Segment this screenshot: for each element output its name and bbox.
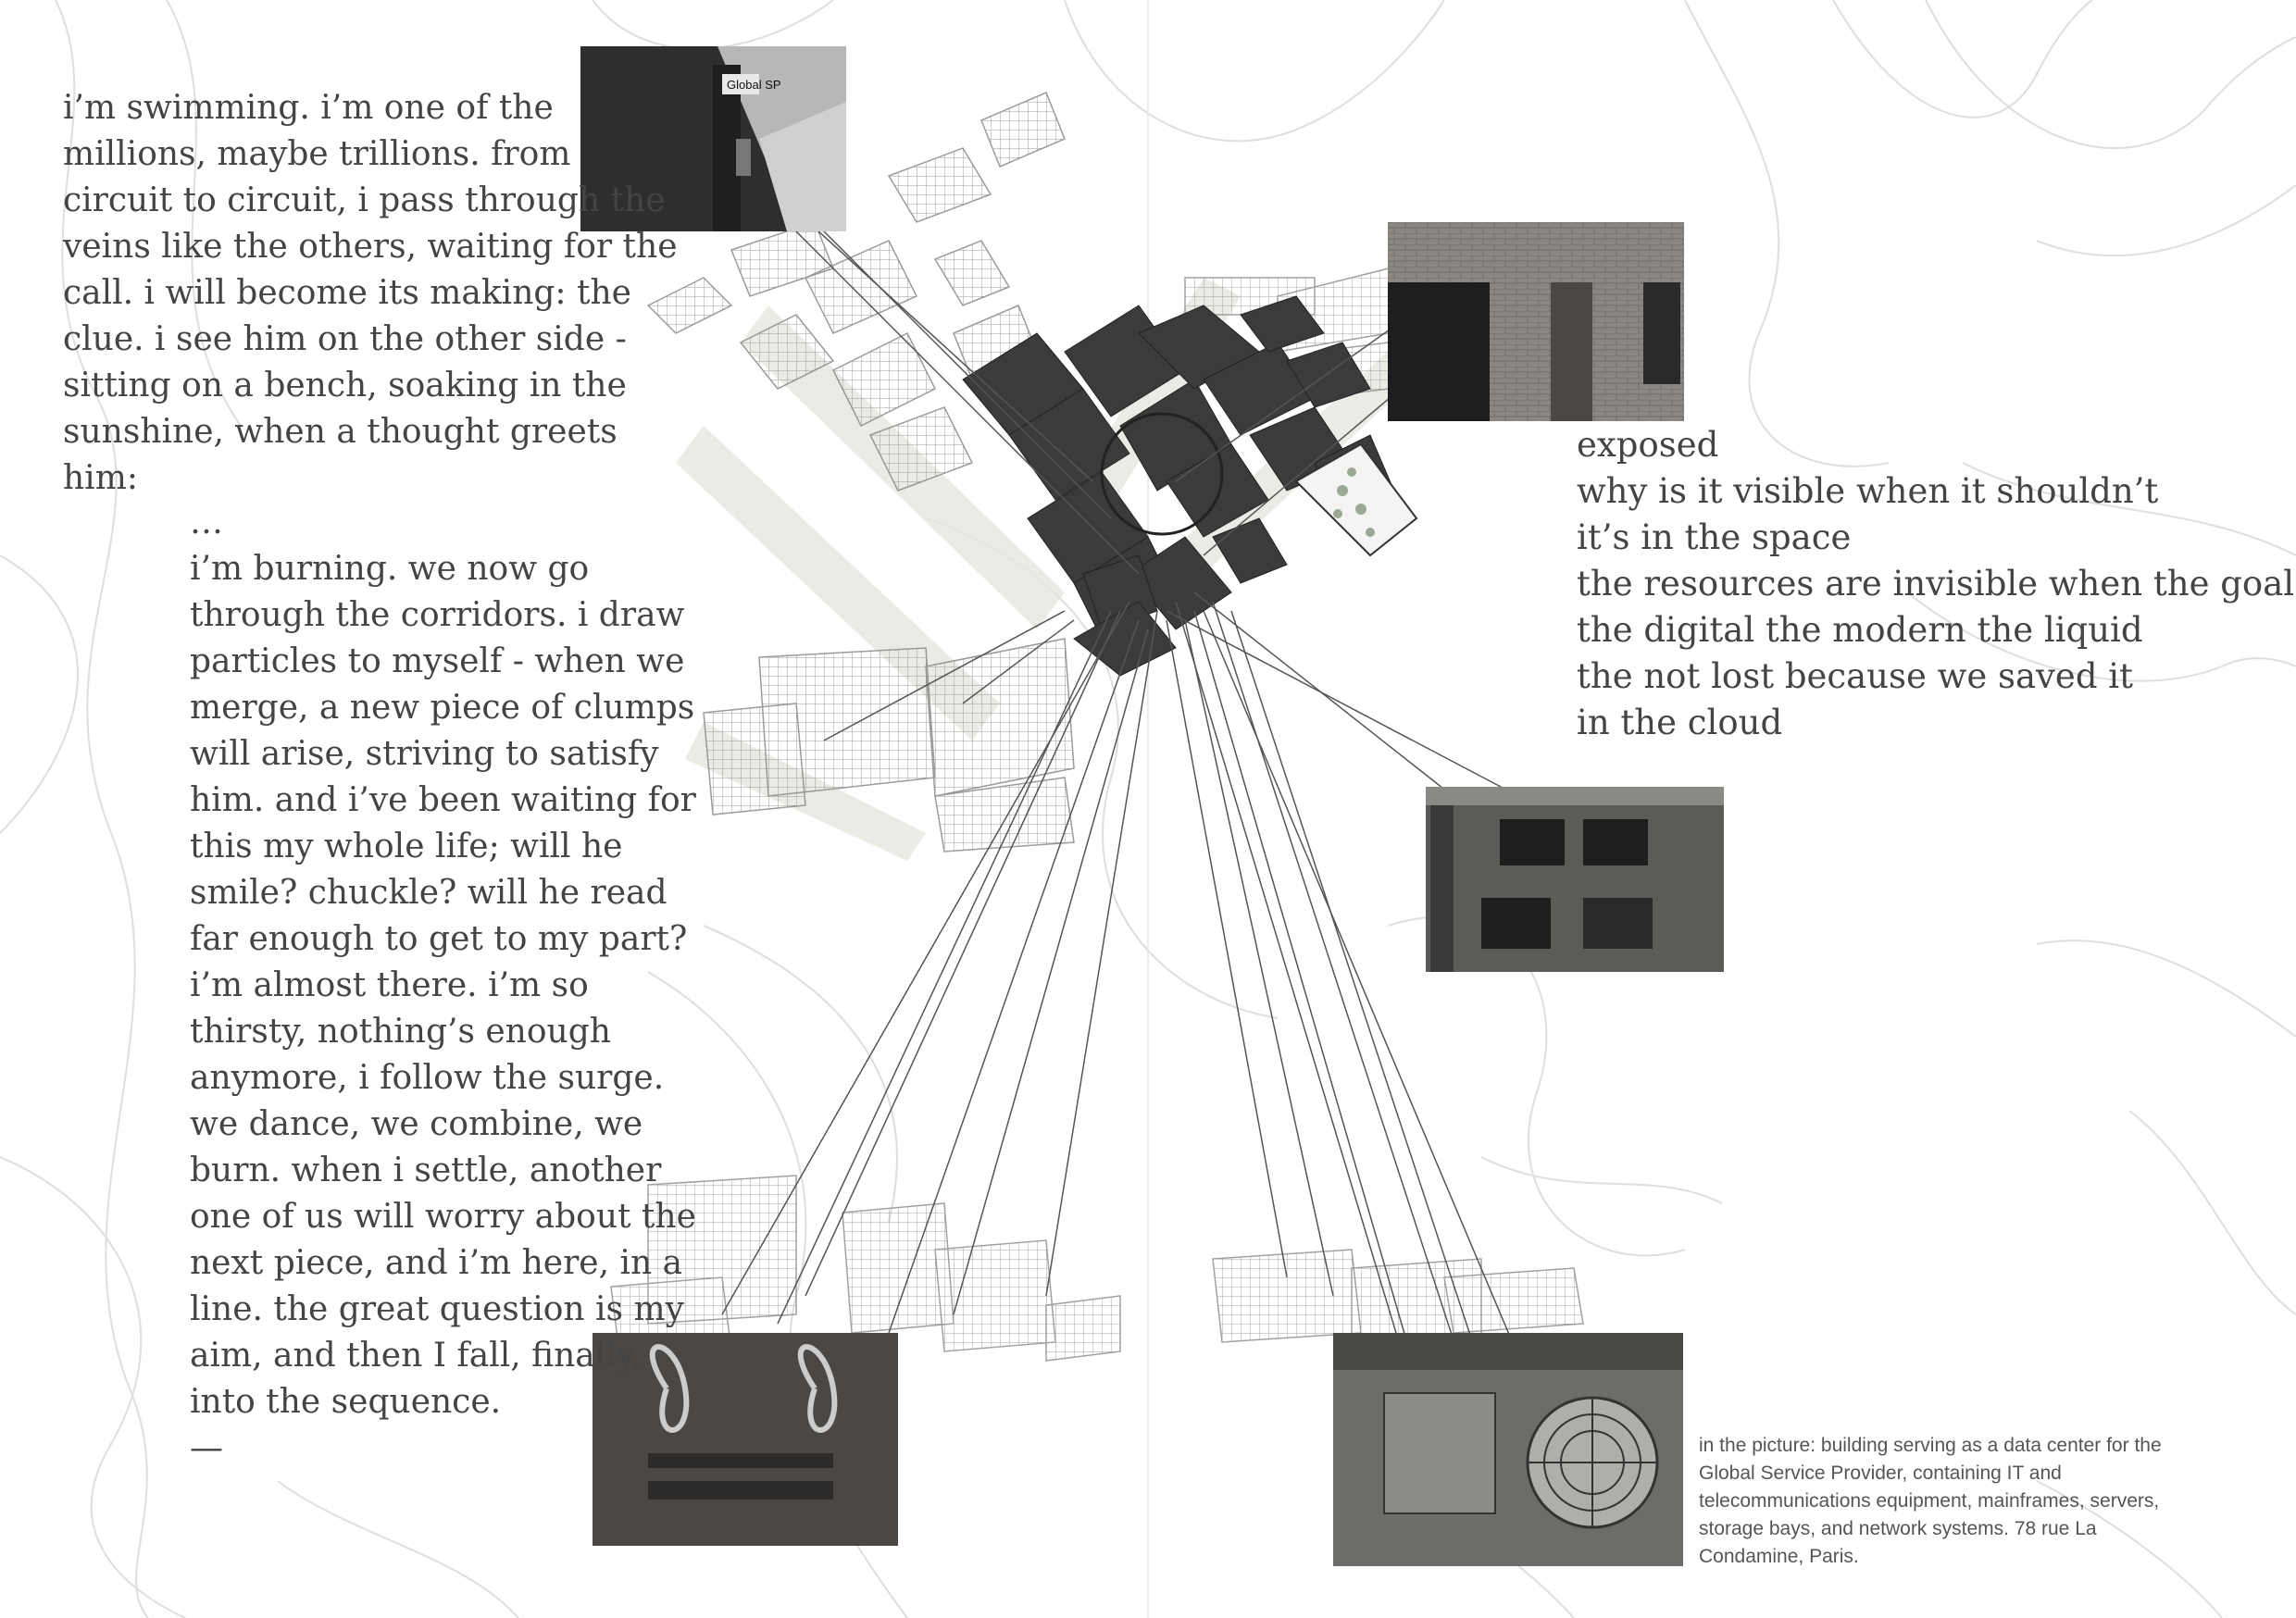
wireframe-masses-middle	[703, 638, 1075, 853]
park-block	[1294, 442, 1418, 557]
intro-line: him:	[63, 459, 138, 497]
caption-line: Condamine, Paris.	[1699, 1546, 1859, 1567]
photo-building-facade	[1426, 787, 1724, 972]
poem-line: this my whole life; will he	[190, 828, 623, 865]
poem-line: merge, a new piece of clumps	[190, 689, 695, 727]
intro-text: i’m swimming. i’m one of the millions, ma…	[63, 85, 678, 502]
poem-line: i’m burning. we now go	[190, 550, 590, 588]
poem-line: through the corridors. i draw	[190, 596, 685, 634]
intro-line: millions, maybe trillions. from	[63, 135, 571, 173]
photo-door	[593, 1333, 898, 1546]
caption-line: telecommunications equipment, mainframes…	[1699, 1490, 2160, 1512]
trees	[1333, 467, 1375, 537]
intro-line: circuit to circuit, i pass through the	[63, 181, 666, 219]
poem-line: burn. when i settle, another	[190, 1151, 662, 1189]
intro-line: clue. i see him on the other side -	[63, 320, 627, 358]
exposed-line: exposed	[1577, 425, 1719, 465]
street-sign-text: Global SP	[727, 78, 781, 92]
poem-line: thirsty, nothing’s enough	[190, 1013, 611, 1051]
intro-line: sunshine, when a thought greets	[63, 413, 618, 451]
exposed-line: it’s in the space	[1577, 517, 1852, 557]
picture-caption: in the picture: building serving as a da…	[1699, 1432, 2199, 1571]
intro-line: call. i will become its making: the	[63, 274, 631, 312]
poem-line: far enough to get to my part?	[190, 920, 688, 958]
poem-line: into the sequence.	[190, 1383, 502, 1421]
intro-line: veins like the others, waiting for the	[63, 228, 678, 266]
exposed-poem: exposed why is it visible when it shouldn…	[1577, 422, 2296, 746]
poem-line: will arise, striving to satisfy	[190, 735, 659, 773]
exposed-line: in the cloud	[1577, 703, 1783, 742]
poem-line: next piece, and i’m here, in a	[190, 1244, 683, 1282]
caption-line: in the picture: building serving as a da…	[1699, 1435, 2162, 1456]
poem-line: …	[190, 504, 223, 541]
poem-line: line. the great question is my	[190, 1290, 684, 1328]
poem-line: aim, and then I fall, finally,	[190, 1337, 642, 1375]
poem-line: one of us will worry about the	[190, 1198, 696, 1236]
poem-line: we dance, we combine, we	[190, 1105, 643, 1143]
focus-circle	[1100, 412, 1224, 536]
photo-street: Global SP	[580, 46, 846, 231]
exposed-line: why is it visible when it shouldn’t	[1577, 471, 2159, 511]
exposed-line: the not lost because we saved it	[1577, 656, 2133, 696]
caption-line: Global Service Provider, containing IT a…	[1699, 1462, 2062, 1484]
intro-line: sitting on a bench, soaking in the	[63, 367, 627, 404]
exposed-line: the resources are invisible when the goa…	[1577, 564, 2296, 604]
wireframe-masses-bottom	[610, 1175, 1584, 1362]
poem-line: i’m almost there. i’m so	[190, 966, 589, 1004]
poem-text: … i’m burning. we now go through the corri…	[190, 500, 696, 1472]
poem-line: anymore, i follow the surge.	[190, 1059, 665, 1097]
poem-line: —	[190, 1429, 223, 1467]
poem-line: particles to myself - when we	[190, 642, 685, 680]
wireframe-masses-upper	[646, 92, 1066, 492]
photo-brick-facade	[1388, 222, 1684, 421]
poem-line: him. and i’ve been waiting for	[190, 781, 696, 819]
intro-line: i’m swimming. i’m one of the	[63, 89, 554, 127]
poem-line: smile? chuckle? will he read	[190, 874, 668, 912]
dark-city-blocks	[962, 295, 1399, 677]
photo-vent	[1333, 1333, 1683, 1566]
exposed-line: the digital the modern the liquid	[1577, 610, 2143, 650]
caption-line: storage bays, and network systems. 78 ru…	[1699, 1518, 2097, 1539]
